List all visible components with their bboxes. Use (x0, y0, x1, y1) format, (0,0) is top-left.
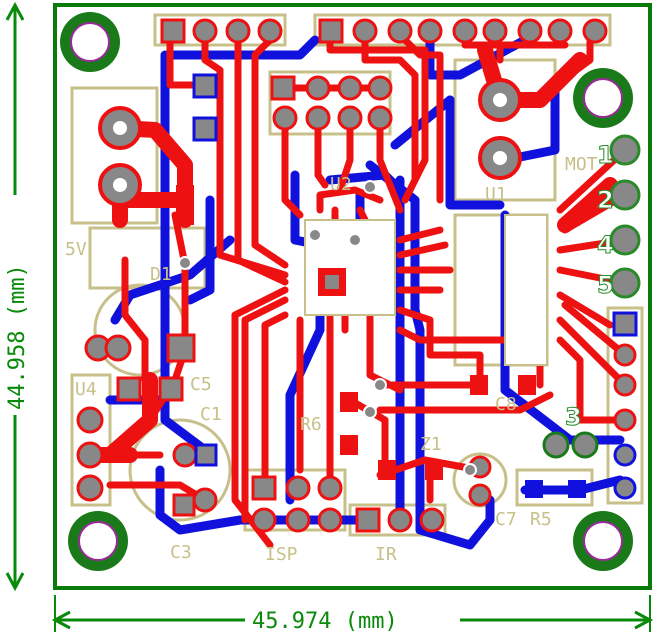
label-c5: C5 (190, 374, 212, 395)
label-u4: U4 (75, 379, 97, 400)
pin-number-4: 4 (597, 231, 614, 259)
ir-header (355, 507, 445, 533)
regulator-pads (84, 333, 196, 402)
header-2x4 (270, 75, 393, 131)
cap-pads (172, 431, 599, 517)
pin-numbers: 1 2 3 4 5 (565, 141, 615, 432)
pin-number-1: 1 (597, 141, 614, 169)
big-pads (98, 78, 522, 207)
mounting-holes (60, 12, 633, 571)
pin-number-5: 5 (597, 271, 614, 299)
label-isp: ISP (265, 544, 298, 565)
dimension-vertical: 44.958 (mm) (2, 1, 30, 592)
label-d1: D1 (150, 264, 172, 285)
pin-number-2: 2 (597, 186, 614, 214)
right-header (612, 311, 638, 500)
label-pwr: 5V (65, 239, 87, 260)
label-u2: U2 (330, 174, 352, 195)
header-top-right (318, 18, 608, 44)
mounting-hole (60, 12, 120, 72)
motor-pads (609, 134, 641, 299)
label-mot: MOT (565, 154, 598, 175)
pin-number-3: 3 (565, 403, 582, 431)
component-labels: U1 U2 U4 C1 C3 C5 C8 R5 R6 D1 IR ISP Z1 … (65, 154, 598, 565)
label-u1: U1 (485, 184, 507, 205)
label-z1: Z1 (420, 434, 442, 455)
label-ir: IR (375, 544, 397, 565)
vias (178, 180, 477, 477)
dimension-horizontal: 45.974 (mm) (51, 595, 654, 634)
mounting-hole (573, 68, 633, 128)
mounting-hole (68, 511, 128, 571)
label-c7: C7 (495, 509, 517, 530)
jumper-pads (192, 73, 218, 142)
u4-pads (76, 406, 104, 502)
smd-chip-u1 (504, 214, 548, 366)
label-c1: C1 (200, 404, 222, 425)
label-c3: C3 (170, 542, 192, 563)
label-r6: R6 (300, 414, 322, 435)
label-c8: C8 (495, 394, 517, 415)
mounting-hole (573, 511, 633, 571)
isp-header (251, 475, 343, 533)
smd-pads (176, 185, 586, 498)
label-r5: R5 (530, 509, 552, 530)
header-top-left (160, 18, 283, 44)
width-label: 45.974 (mm) (252, 609, 398, 634)
height-label: 44.958 (mm) (5, 264, 30, 410)
